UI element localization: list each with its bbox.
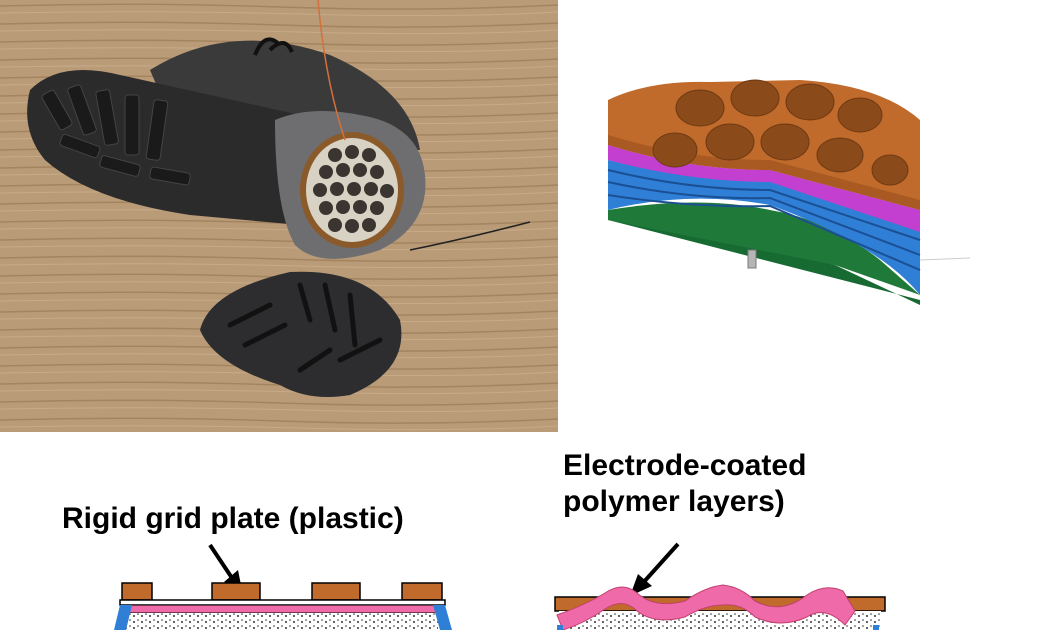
grid-holes <box>652 79 909 186</box>
shoe-sole <box>27 70 311 225</box>
grid-bars <box>121 582 443 601</box>
center-pin <box>747 249 757 269</box>
shoe-photo <box>0 0 558 432</box>
cross-section-right <box>545 565 905 630</box>
electrode-label-line2: polymer layers) <box>563 485 785 518</box>
electrode-arrow <box>630 542 680 596</box>
wavy-polymer <box>556 584 856 630</box>
cutaway-render <box>590 60 990 320</box>
base-layer <box>608 202 920 295</box>
electrode-label-line1: Electrode-coated <box>563 449 807 482</box>
dotted-fill <box>126 613 438 630</box>
pink-layer <box>125 604 439 614</box>
magenta-layer <box>608 145 920 232</box>
electrode-label: Electrode-coated polymer layers) <box>563 448 806 520</box>
left-electrode <box>114 605 132 630</box>
rigid-grid-label: Rigid grid plate (plastic) <box>62 502 404 535</box>
wire-orange <box>317 0 346 141</box>
wire-black <box>409 221 531 251</box>
cross-section-left <box>100 565 480 630</box>
right-electrode <box>433 605 452 630</box>
